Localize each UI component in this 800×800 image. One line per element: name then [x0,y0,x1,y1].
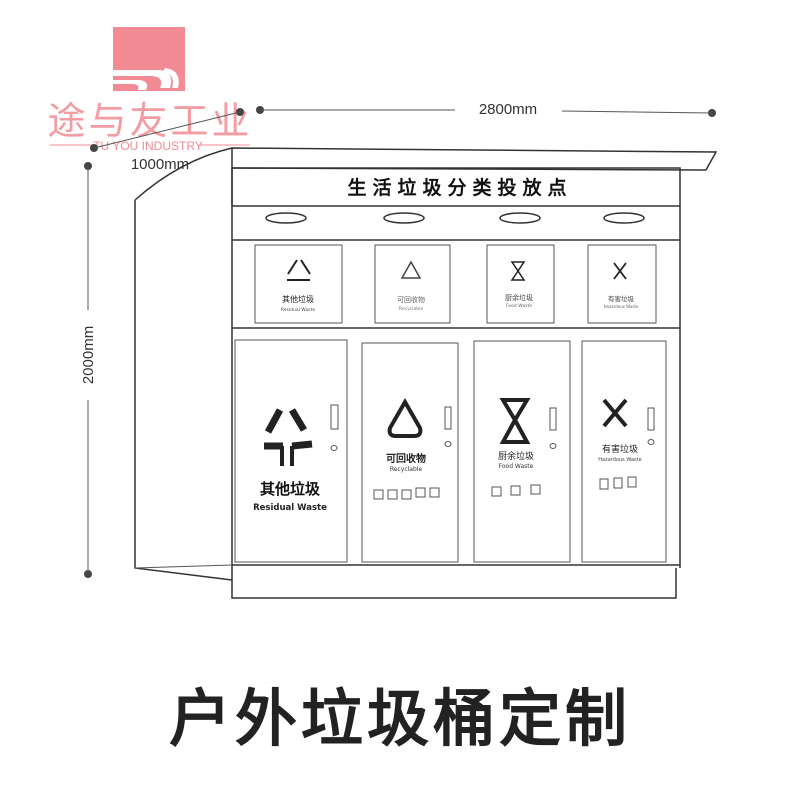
upper-label-en-2: Food Waste [506,303,532,309]
door-label-en-0: Residual Waste [253,503,327,513]
hourglass-icon [510,261,526,281]
upper-label-cn-2: 厨余垃圾 [505,293,533,302]
recycle-arrows-icon [287,259,311,281]
door-label-cn-2: 厨余垃圾 [498,450,534,462]
cross-arrows-icon [602,398,628,428]
brand-logo [113,27,185,91]
door-label-en-1: Recyclable [390,466,423,473]
door-label-cn-3: 有害垃圾 [602,443,638,455]
sub-category-icons [373,476,637,500]
door-label-cn-0: 其他垃圾 [260,480,321,498]
brand-name-cn: 途与友工业 [47,99,252,143]
upper-icons [287,259,627,281]
collection-point-sign: 生活垃圾分类投放点 [347,176,572,199]
brand-name-en: TU YOU INDUSTRY [93,139,203,153]
upper-label-cn-0: 其他垃圾 [282,294,314,304]
door-label-cn-1: 可回收物 [386,452,426,465]
hourglass-icon [499,398,531,444]
door-icons [264,397,628,466]
recycle-arrows-icon [264,408,313,466]
upper-label-en-3: Hazardous Waste [604,304,639,309]
headline: 户外垃圾桶定制 [168,682,631,755]
upper-label-cn-3: 有害垃圾 [608,294,635,303]
upper-label-en-1: Recyclable [399,306,423,312]
recycle-triangle-icon [387,397,423,438]
depth-dimension: 1000mm [131,156,189,173]
height-dimension: 2000mm [80,326,97,384]
upper-label-en-0: Residual Waste [281,307,315,313]
recycle-triangle-icon [400,260,422,279]
cross-arrows-icon [613,262,627,280]
cabinet-outline [134,147,718,599]
upper-label-cn-1: 可回收物 [397,295,425,304]
dimension-lines [84,106,716,578]
door-label-en-3: Hazardous Waste [598,457,641,463]
door-label-en-2: Food Waste [499,463,534,470]
width-dimension: 2800mm [479,101,537,118]
